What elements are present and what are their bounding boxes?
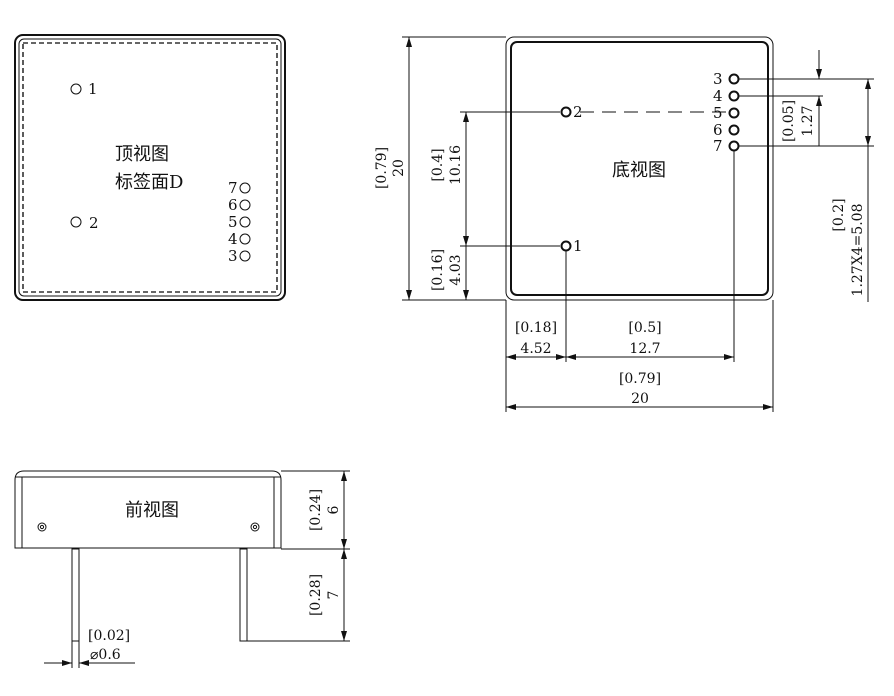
svg-text:7: 7: [713, 137, 723, 155]
top-pin-1: 1: [70, 80, 98, 98]
front-view: 前视图 [0.24] 6 [0.28] 7 [0.02] ⌀0.6: [14, 470, 350, 668]
top-pins-right: 7 6 5 4 3: [228, 179, 251, 265]
svg-text:[0.24]: [0.24]: [308, 489, 324, 531]
svg-text:[0.79]: [0.79]: [619, 371, 661, 387]
svg-text:[0.16]: [0.16]: [430, 249, 446, 291]
top-pin-2: 2: [70, 214, 99, 232]
svg-text:4: 4: [228, 230, 238, 248]
svg-text:[0.4]: [0.4]: [430, 148, 446, 181]
svg-text:3: 3: [228, 247, 238, 265]
svg-text:5: 5: [228, 213, 238, 231]
svg-text:20: 20: [631, 391, 649, 407]
top-view-title: 顶视图: [115, 144, 169, 165]
svg-text:4: 4: [713, 87, 723, 105]
screw-icon: [37, 522, 47, 532]
svg-text:[0.18]: [0.18]: [515, 320, 557, 336]
svg-text:⌀0.6: ⌀0.6: [90, 647, 121, 663]
svg-text:[0.79]: [0.79]: [374, 147, 390, 189]
svg-text:20: 20: [391, 159, 407, 177]
svg-text:[0.5]: [0.5]: [628, 320, 661, 336]
svg-text:7: 7: [228, 179, 238, 197]
svg-text:6: 6: [228, 196, 238, 214]
bottom-view: 3 4 5 6 7 2 1 底视图 [0.79] 20 [0.4] 10.16 …: [374, 36, 874, 412]
svg-text:[0.05]: [0.05]: [781, 100, 797, 142]
svg-text:[0.02]: [0.02]: [88, 628, 130, 644]
screw-icon: [250, 522, 260, 532]
bottom-view-title: 底视图: [612, 160, 666, 181]
bottom-pins: 3 4 5 6 7 2 1: [560, 70, 740, 255]
svg-text:10.16: 10.16: [448, 145, 464, 185]
top-view-subtitle: 标签面D: [115, 172, 183, 193]
svg-text:6: 6: [713, 121, 723, 139]
svg-text:5: 5: [713, 104, 723, 122]
svg-text:4.03: 4.03: [448, 254, 464, 285]
svg-text:12.7: 12.7: [629, 341, 660, 357]
svg-text:2: 2: [573, 103, 583, 121]
top-view: 1 2 7 6 5 4 3 顶视图 标签面D: [14, 34, 286, 301]
svg-text:3: 3: [713, 70, 723, 88]
svg-text:1.27X4=5.08: 1.27X4=5.08: [850, 204, 866, 297]
svg-text:2: 2: [89, 214, 99, 232]
svg-text:[0.2]: [0.2]: [831, 198, 847, 231]
svg-text:7: 7: [326, 591, 342, 600]
svg-text:[0.28]: [0.28]: [308, 574, 324, 616]
svg-text:1: 1: [573, 237, 583, 255]
svg-text:4.52: 4.52: [520, 341, 551, 357]
svg-text:6: 6: [326, 505, 342, 514]
front-view-title: 前视图: [125, 500, 179, 521]
svg-text:1.27: 1.27: [800, 105, 816, 136]
svg-text:1: 1: [88, 80, 98, 98]
